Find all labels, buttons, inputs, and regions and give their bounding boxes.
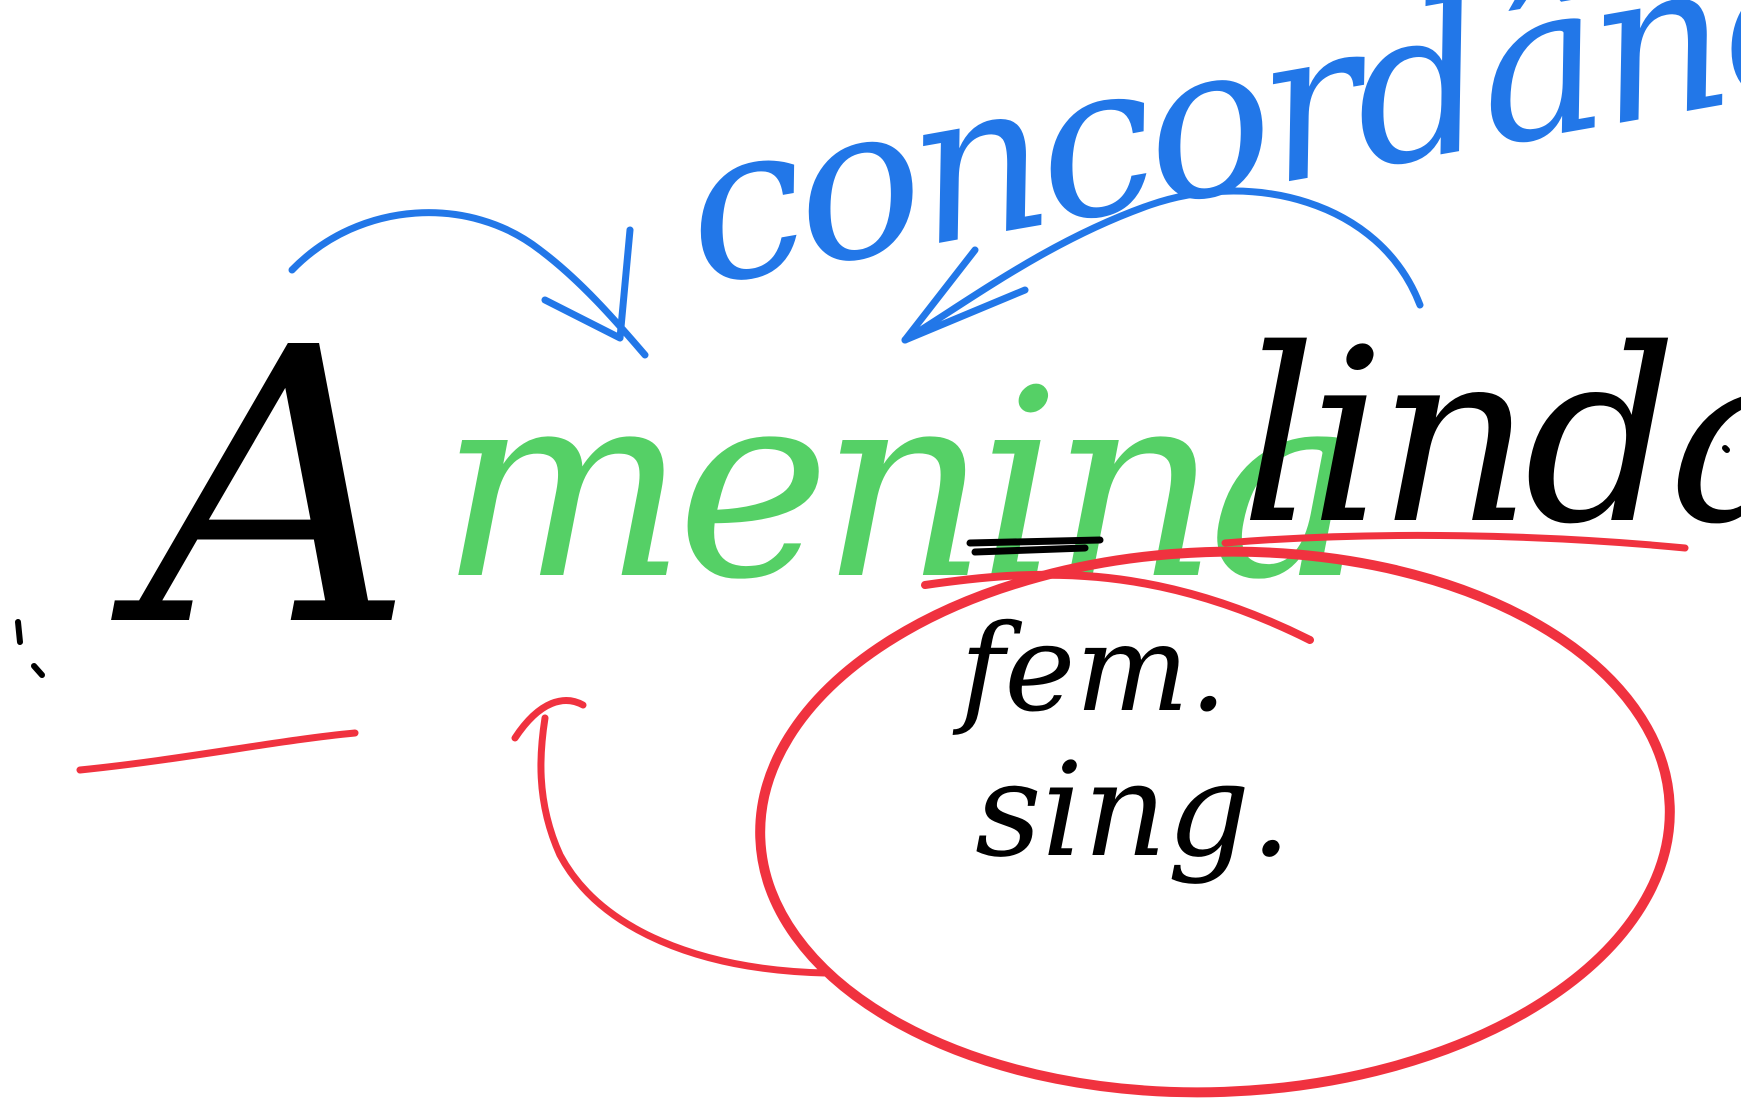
- underline-article: [76, 729, 359, 774]
- arrow-a-to-menina: [288, 209, 649, 359]
- features-circle-tail: [921, 570, 1314, 644]
- underline-adjective: [1221, 531, 1689, 552]
- feature-gender: fem.: [952, 600, 1227, 739]
- word-article: A: [110, 267, 414, 710]
- word-noun: menina: [440, 335, 1353, 637]
- underline-noun-end: [966, 536, 1104, 556]
- arrow-circle-to-menina: [511, 697, 829, 977]
- title-concordancia: concordância.: [666, 0, 1741, 334]
- dots-after-adjective: [1692, 445, 1730, 487]
- feature-number: sing.: [975, 734, 1292, 886]
- dots-after-article: [15, 619, 45, 678]
- arrow-linda-to-menina: [901, 187, 1424, 344]
- word-adjective: linda: [1240, 297, 1741, 577]
- features-circle: [755, 546, 1675, 1098]
